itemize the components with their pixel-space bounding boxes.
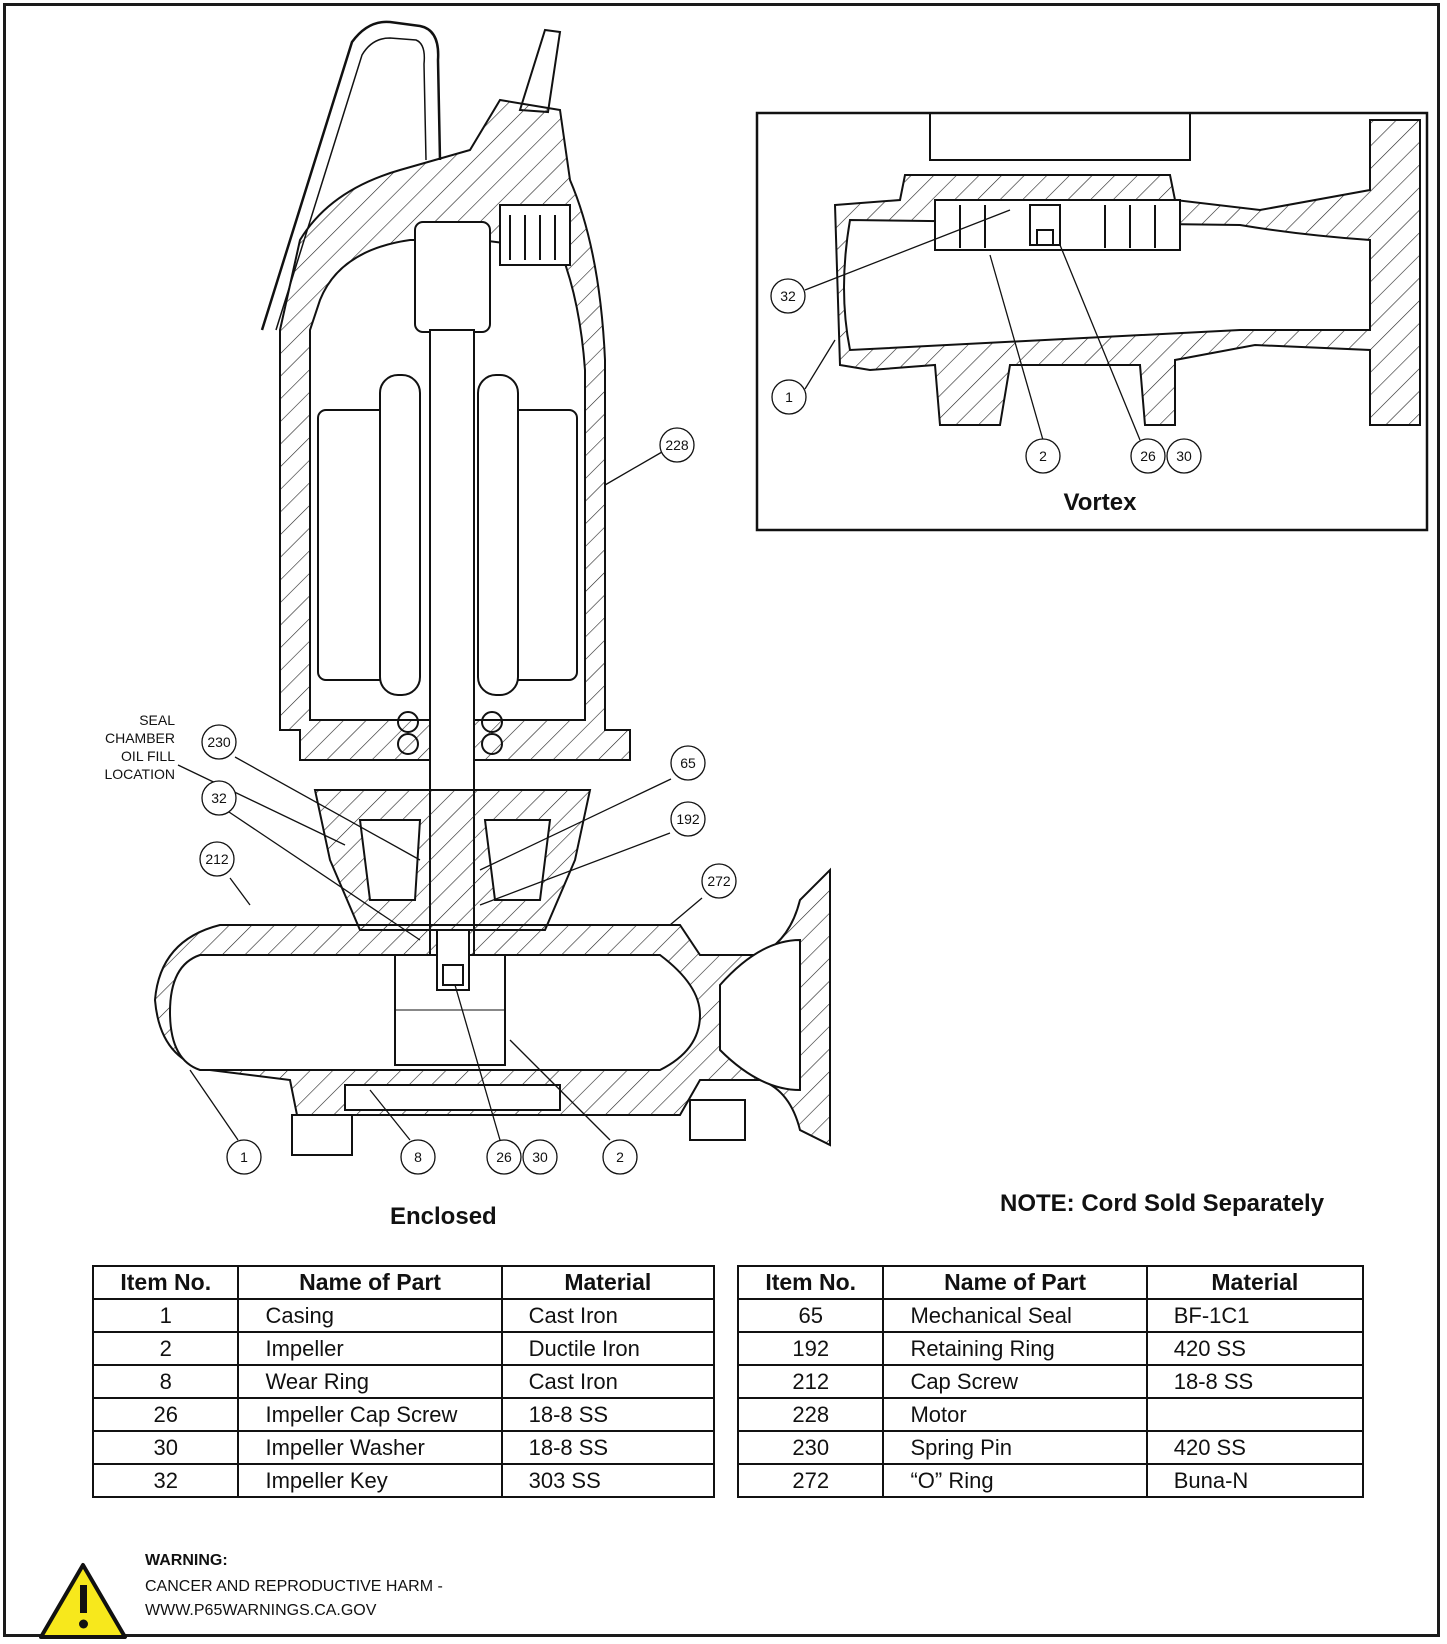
svg-text:228: 228 (665, 437, 689, 453)
vortex-callout-1: 1 (771, 379, 807, 415)
page-border (3, 3, 1440, 1637)
header-item-no: Item No. (736, 1265, 885, 1300)
svg-text:65: 65 (680, 755, 696, 771)
seal-label-line-2: CHAMBER (105, 730, 175, 746)
main-callouts: 228 230 32 65 192 212 272 1 8 26 30 2 (199, 427, 737, 1175)
svg-text:230: 230 (207, 734, 231, 750)
callout-30: 30 (522, 1139, 558, 1175)
callout-272: 272 (701, 863, 737, 899)
svg-text:1: 1 (785, 389, 793, 405)
svg-text:32: 32 (211, 790, 227, 806)
warning-line-1: CANCER AND REPRODUCTIVE HARM - (145, 1578, 443, 1595)
header-material: Material (500, 1265, 716, 1300)
vortex-caption: Vortex (1064, 489, 1138, 516)
callout-228: 228 (659, 427, 695, 463)
callout-192: 192 (670, 801, 706, 837)
callout-65: 65 (670, 745, 706, 781)
callout-230: 230 (201, 724, 237, 760)
cord-note: NOTE: Cord Sold Separately (1000, 1190, 1325, 1217)
warning-title: WARNING: (145, 1552, 228, 1569)
svg-text:2: 2 (616, 1149, 624, 1165)
svg-text:26: 26 (496, 1149, 512, 1165)
callout-8: 8 (400, 1139, 436, 1175)
header-name-of-part: Name of Part (882, 1265, 1148, 1300)
callout-2: 2 (602, 1139, 638, 1175)
seal-label-line-4: LOCATION (104, 766, 175, 782)
vortex-callout-30: 30 (1166, 438, 1202, 474)
callout-26: 26 (486, 1139, 522, 1175)
svg-text:30: 30 (1176, 448, 1192, 464)
enclosed-pump-section (153, 20, 831, 1156)
seal-label-line-3: OIL FILL (121, 748, 175, 764)
svg-text:272: 272 (707, 873, 731, 889)
warning-triangle-icon (39, 1563, 127, 1639)
svg-text:30: 30 (532, 1149, 548, 1165)
seal-chamber-label: SEAL CHAMBER OIL FILL LOCATION (104, 712, 346, 846)
callout-32: 32 (201, 780, 237, 816)
header-material: Material (1145, 1265, 1365, 1300)
svg-text:1: 1 (240, 1149, 248, 1165)
svg-text:32: 32 (780, 288, 796, 304)
svg-text:26: 26 (1140, 448, 1156, 464)
header-name-of-part: Name of Part (237, 1265, 503, 1300)
main-leader-lines (189, 451, 703, 1141)
vortex-callout-32: 32 (770, 278, 806, 314)
callout-212: 212 (199, 841, 235, 877)
seal-label-line-1: SEAL (139, 712, 175, 728)
vortex-inset: 32 1 2 26 30 Vortex (755, 111, 1429, 532)
vortex-callout-26: 26 (1130, 438, 1166, 474)
svg-text:192: 192 (676, 811, 700, 827)
warning-url: WWW.P65WARNINGS.CA.GOV (145, 1602, 377, 1619)
header-item-no: Item No. (91, 1265, 240, 1300)
svg-text:212: 212 (205, 851, 229, 867)
enclosed-caption: Enclosed (390, 1203, 497, 1230)
callout-1: 1 (226, 1139, 262, 1175)
vortex-callout-2: 2 (1025, 438, 1061, 474)
svg-text:8: 8 (414, 1149, 422, 1165)
svg-text:2: 2 (1039, 448, 1047, 464)
